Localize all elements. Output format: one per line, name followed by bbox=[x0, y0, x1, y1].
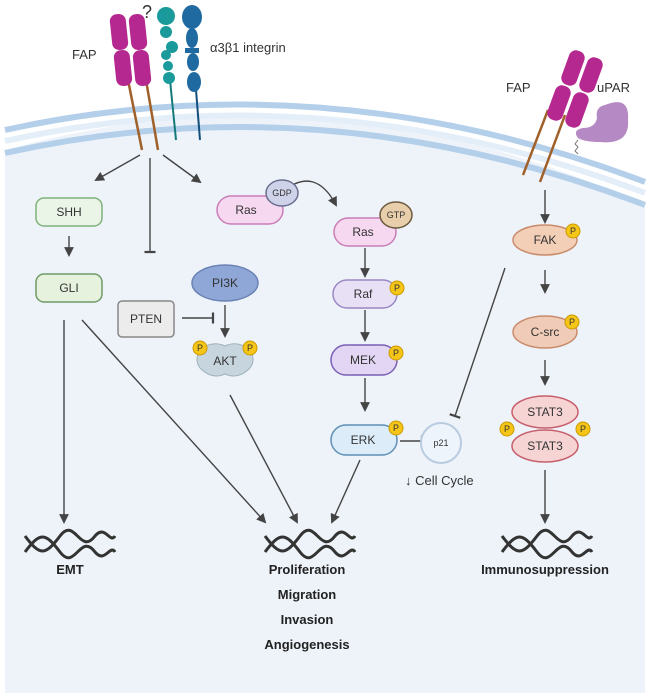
svg-text:AKT: AKT bbox=[213, 354, 237, 368]
svg-text:C-src: C-src bbox=[531, 325, 560, 339]
node-pi3k: PI3K bbox=[191, 264, 259, 302]
node-stat3-dimer: STAT3 STAT3 P P bbox=[499, 395, 591, 463]
outcome-angiogenesis: Angiogenesis bbox=[264, 637, 349, 652]
svg-text:GDP: GDP bbox=[272, 188, 292, 198]
node-p21: p21 bbox=[420, 422, 462, 464]
svg-text:GTP: GTP bbox=[387, 210, 406, 220]
svg-text:FAK: FAK bbox=[534, 233, 557, 247]
node-ras-gtp: Ras GTP bbox=[333, 201, 413, 247]
node-gli: GLI bbox=[35, 273, 103, 303]
membrane-inner bbox=[4, 124, 647, 208]
svg-text:PI3K: PI3K bbox=[212, 276, 238, 290]
svg-text:Ras: Ras bbox=[352, 225, 373, 239]
svg-text:P: P bbox=[504, 424, 510, 434]
svg-text:P: P bbox=[580, 424, 586, 434]
svg-text:GLI: GLI bbox=[59, 281, 78, 295]
node-akt: AKT P P bbox=[192, 340, 258, 377]
svg-text:P: P bbox=[569, 317, 575, 327]
outcome-invasion: Invasion bbox=[281, 612, 334, 627]
svg-text:P: P bbox=[247, 343, 253, 353]
svg-text:P: P bbox=[393, 348, 399, 358]
svg-text:SHH: SHH bbox=[56, 205, 81, 219]
node-pten: PTEN bbox=[117, 300, 175, 338]
fap-receptor-right bbox=[521, 50, 603, 183]
membrane-outer bbox=[4, 101, 647, 185]
svg-text:Raf: Raf bbox=[354, 287, 373, 301]
node-raf: Raf P bbox=[332, 279, 405, 309]
svg-text:p21: p21 bbox=[433, 438, 448, 448]
svg-text:Ras: Ras bbox=[235, 203, 256, 217]
node-mek: MEK P bbox=[330, 344, 404, 376]
label-fap-left: FAP bbox=[72, 47, 97, 62]
cell-cycle-label: ↓ Cell Cycle bbox=[405, 473, 474, 488]
label-unknown: ? bbox=[142, 2, 152, 22]
outcome-immunosuppression: Immunosuppression bbox=[481, 562, 609, 577]
cell-cytoplasm bbox=[5, 115, 645, 693]
label-integrin: α3β1 integrin bbox=[210, 40, 286, 55]
upar-protein bbox=[575, 102, 629, 143]
node-csrc: C-src P bbox=[512, 314, 580, 349]
svg-text:ERK: ERK bbox=[351, 433, 376, 447]
dna-icon bbox=[500, 528, 594, 560]
label-fap-right: FAP bbox=[506, 80, 531, 95]
svg-text:STAT3: STAT3 bbox=[527, 439, 563, 453]
node-erk: ERK P bbox=[330, 420, 404, 456]
label-upar: uPAR bbox=[597, 80, 630, 95]
svg-text:PTEN: PTEN bbox=[130, 312, 162, 326]
outcome-migration: Migration bbox=[278, 587, 337, 602]
integrin-beta1 bbox=[182, 5, 202, 141]
fap-receptor-left bbox=[109, 13, 160, 151]
node-ras-gdp: Ras GDP bbox=[216, 179, 299, 225]
node-shh: SHH bbox=[35, 197, 103, 227]
svg-text:P: P bbox=[393, 423, 399, 433]
dna-icon bbox=[263, 528, 357, 560]
svg-text:P: P bbox=[197, 343, 203, 353]
svg-text:MEK: MEK bbox=[350, 353, 376, 367]
outcome-proliferation: Proliferation bbox=[269, 562, 346, 577]
svg-text:P: P bbox=[394, 283, 400, 293]
integrin-alpha3 bbox=[157, 7, 178, 141]
dna-icon bbox=[23, 528, 117, 560]
svg-text:P: P bbox=[570, 226, 576, 236]
node-fak: FAK P bbox=[512, 223, 581, 256]
outcome-emt: EMT bbox=[56, 562, 84, 577]
svg-text:STAT3: STAT3 bbox=[527, 405, 563, 419]
